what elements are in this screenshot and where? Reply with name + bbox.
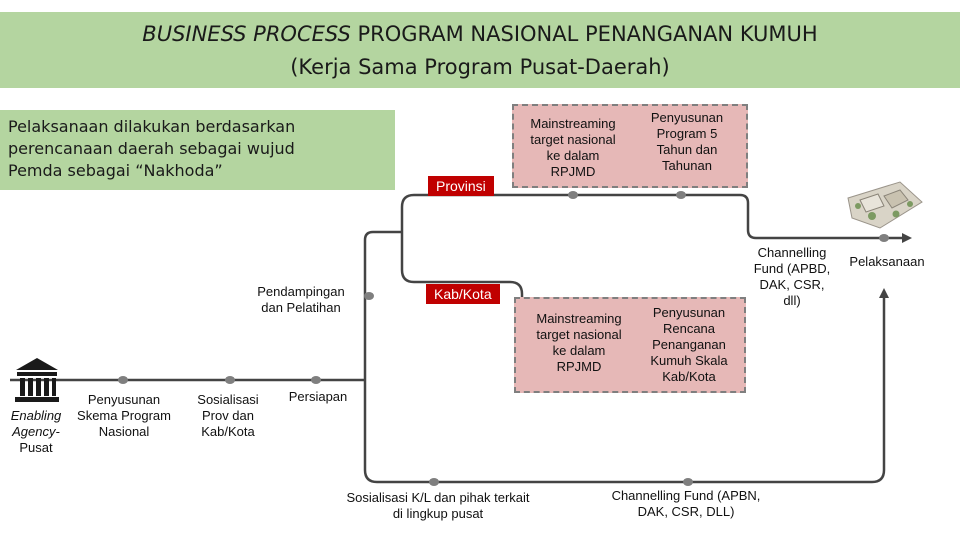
- node-sosialisasi-prov: Sosialisasi Prov dan Kab/Kota: [197, 392, 259, 439]
- node-pelaksanaan: Pelaksanaan: [849, 254, 925, 269]
- connector-pelaksanaan: [686, 193, 902, 240]
- node-pendampingan: Pendampingan dan Pelatihan: [257, 284, 345, 315]
- info-line-3: Pemda sebagai “Nakhoda”: [8, 161, 223, 180]
- info-line-2: perencanaan daerah sebagai wujud: [8, 139, 295, 158]
- flow-dot: [364, 292, 374, 300]
- connector-bottom-loop: [363, 298, 886, 484]
- info-line-1: Pelaksanaan dilakukan berdasarkan: [8, 117, 296, 136]
- node-channelling-daerah: Channelling Fund (APBD, DAK, CSR, dll): [753, 245, 831, 308]
- info-box: Pelaksanaan dilakukan berdasarkan perenc…: [0, 110, 395, 190]
- kabkota-activity-box: Mainstreaming target nasional ke dalam R…: [514, 297, 746, 393]
- government-building-icon: [15, 358, 59, 402]
- title-banner: BUSINESS PROCESS PROGRAM NASIONAL PENANG…: [0, 12, 960, 88]
- arrow-up-icon: [879, 288, 889, 298]
- flow-dot: [879, 234, 889, 242]
- node-enabling-agency: Enabling Agency- Pusat: [10, 408, 62, 455]
- connector-provinsi: [400, 193, 686, 232]
- flow-dot: [118, 376, 128, 384]
- connector-upper: [363, 230, 402, 380]
- level-label-provinsi: Provinsi: [428, 176, 494, 196]
- flow-dot: [311, 376, 321, 384]
- node-sosialisasi-kl: Sosialisasi K/L dan pihak terkait di lin…: [346, 490, 530, 521]
- flow-dot: [429, 478, 439, 486]
- level-label-kabkota: Kab/Kota: [426, 284, 500, 304]
- flow-dot: [225, 376, 235, 384]
- settlement-site-icon: [847, 181, 923, 229]
- connector-kabkota-stub: [400, 232, 426, 284]
- node-channelling-pusat: Channelling Fund (APBN, DAK, CSR, DLL): [611, 488, 761, 519]
- arrow-pelaksanaan-icon: [902, 233, 912, 243]
- flow-dot: [568, 191, 578, 199]
- flow-dot: [683, 478, 693, 486]
- provinsi-activity-box: Mainstreaming target nasional ke dalam R…: [512, 104, 748, 188]
- node-persiapan: Persiapan: [288, 389, 348, 404]
- title-line-1: BUSINESS PROCESS PROGRAM NASIONAL PENANG…: [142, 22, 818, 46]
- node-penyusunan-skema: Penyusunan Skema Program Nasional: [77, 392, 171, 439]
- title-line-2: (Kerja Sama Program Pusat-Daerah): [290, 55, 670, 79]
- flow-dot: [676, 191, 686, 199]
